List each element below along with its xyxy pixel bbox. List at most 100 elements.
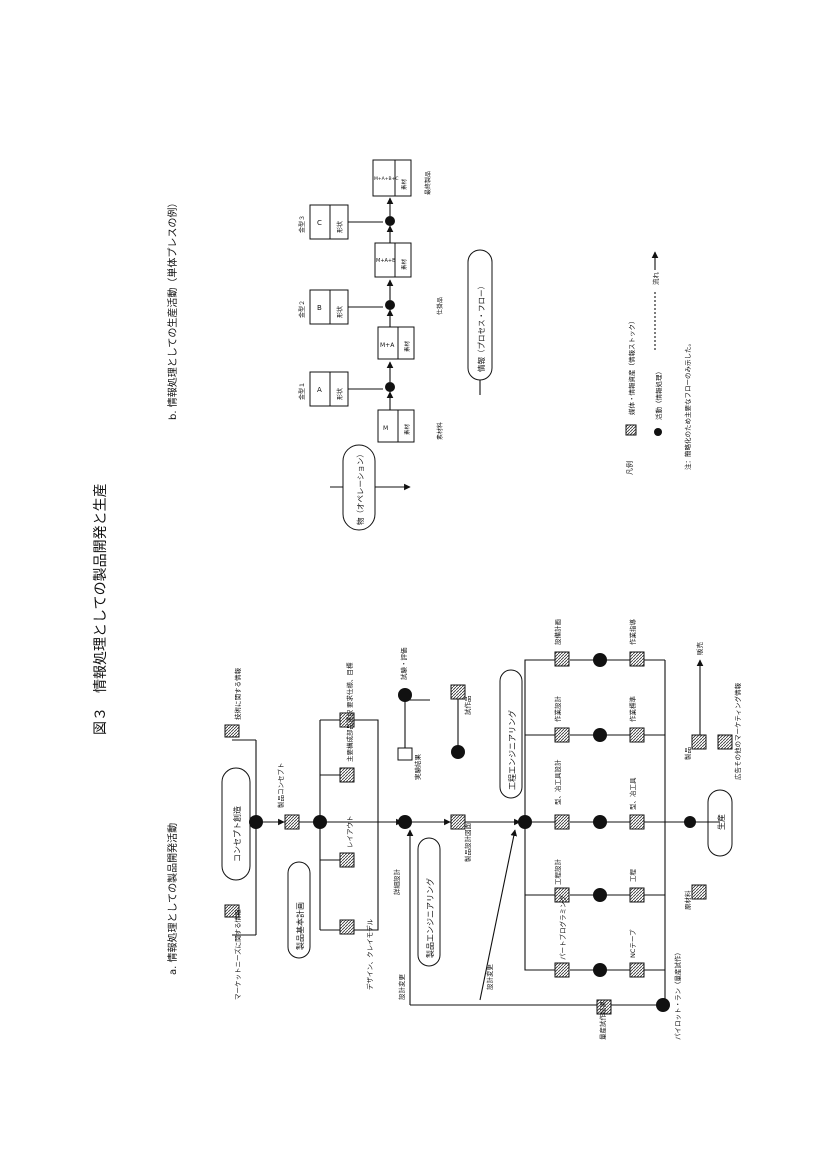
activity-dot — [249, 815, 263, 829]
work-item-1-material: 素材 — [403, 423, 411, 435]
label-main-component: 主要構成部品選択 — [345, 710, 354, 763]
info-box — [629, 651, 645, 667]
info-box — [450, 814, 466, 830]
info-box — [554, 727, 570, 743]
work-item-4-text: M+A+B+C — [374, 176, 399, 182]
mold-2: B 形状 金型２ — [298, 289, 349, 325]
label-test-result: 実験結果 — [413, 754, 422, 781]
label-design-change-1: 設計変更 — [397, 974, 406, 1001]
info-box — [629, 962, 645, 978]
info-box — [596, 999, 612, 1015]
info-box — [554, 814, 570, 830]
work-item-4-material: 素材 — [400, 178, 408, 190]
info-box — [629, 814, 645, 830]
section-a: a. 情報処理としての製品開発活動 コンセプト創造 製品基本計画 製品エンジニア… — [166, 619, 742, 1041]
label-market-needs: マーケットニーズに関する情報 — [233, 909, 242, 1000]
mold-3-shape: 形状 — [336, 221, 344, 233]
label-design-change-2: 設計変更 — [485, 964, 494, 991]
activity-dot — [398, 815, 412, 829]
figure-title: 図３ 情報処理としての製品開発と生産 — [93, 483, 109, 735]
phase-process-eng: 工程エンジニアリング — [499, 669, 523, 799]
process-dot — [385, 300, 395, 310]
mold-1-letter: A — [317, 386, 322, 394]
label-advertising: 広告その他のマーケティング情報 — [733, 683, 742, 780]
info-box — [224, 904, 240, 918]
info-box — [691, 884, 707, 900]
work-item-2-material: 素材 — [403, 340, 411, 352]
mold-3-name: 金型３ — [298, 215, 306, 233]
process-dot — [385, 216, 395, 226]
mold-3-letter: C — [317, 219, 322, 227]
info-box — [339, 712, 355, 728]
info-box — [554, 887, 570, 903]
legend-activity: 活動（情報処理） — [654, 368, 663, 420]
legend-flow: 流れ — [651, 272, 660, 286]
mold-1: A 形状 金型１ — [298, 371, 349, 407]
process-dot — [385, 382, 395, 392]
info-box — [339, 852, 355, 868]
label-target-spec: 要求仕様、目標 — [345, 662, 354, 708]
mold-3: C 形状 金型３ — [298, 204, 349, 240]
label-equipment-plan: 設備計画 — [553, 619, 562, 645]
phase-production-label: 生産 — [716, 814, 726, 830]
activity-dot — [451, 745, 465, 759]
b-finished-label: 最終製品 — [424, 171, 432, 195]
label-product-item: 製品 — [683, 747, 692, 760]
work-item-1: M 素材 — [377, 409, 415, 443]
b-raw-label: 素材料 — [436, 422, 444, 440]
label-pilot-run: パイロット・ラン（量産試作） — [673, 949, 682, 1040]
activity-dot — [593, 963, 607, 977]
label-layout: レイアウト — [346, 816, 354, 849]
info-box — [224, 724, 240, 738]
activity-dot — [398, 688, 412, 702]
label-detail-design: 詳細設計 — [392, 869, 401, 896]
mold-2-name: 金型２ — [298, 300, 306, 318]
activity-dot — [518, 815, 532, 829]
mold-2-letter: B — [317, 304, 322, 312]
legend-info-icon — [625, 424, 637, 436]
info-box — [397, 747, 413, 761]
label-nc-tape: NCテープ — [629, 929, 637, 958]
label-nc-program: パートプログラミング — [558, 895, 567, 961]
info-box — [629, 727, 645, 743]
activity-dot — [656, 998, 670, 1012]
work-item-2-text: M+A — [380, 342, 395, 349]
label-drawing: 製品設計図面 — [463, 823, 472, 863]
label-tech-info: 技術に関する情報 — [233, 668, 242, 721]
info-box — [554, 651, 570, 667]
section-b-title: b. 情報処理としての生産活動（単体プレスの例） — [166, 198, 179, 420]
b-intermediate-label: 仕掛品 — [436, 297, 444, 315]
info-box — [339, 919, 355, 935]
info-box — [284, 814, 300, 830]
mold-2-shape: 形状 — [336, 306, 344, 318]
info-box — [450, 684, 466, 700]
phase-basic-plan: 製品基本計画 — [287, 861, 311, 959]
work-item-3: M+A+B 素材 — [374, 242, 412, 278]
activity-dot — [313, 815, 327, 829]
label-prototype: 試作品 — [463, 696, 472, 716]
label-work-design: 作業設計 — [553, 696, 562, 723]
legend-title: 凡例 — [625, 461, 634, 475]
phase-product-eng-label: 製品エンジニアリング — [425, 878, 435, 958]
label-sales: 販売 — [695, 642, 704, 656]
section-b: b. 情報処理としての生産活動（単体プレスの例） 物（オペレーション） 情報（プ… — [166, 159, 493, 531]
label-product-concept: 製品コンセプト — [276, 763, 285, 809]
activity-dot — [593, 728, 607, 742]
label-design-clay: デザイン、クレイモデル — [365, 918, 374, 990]
phase-concept: コンセプト創造 — [221, 767, 251, 881]
b-flow-label: 物（オペレーション） — [355, 450, 365, 525]
legend-note: 注：簡略化のため主要なフローのみ示した。 — [683, 340, 692, 470]
work-item-3-material: 素材 — [400, 258, 408, 270]
work-item-4: M+A+B+C 素材 — [372, 159, 412, 197]
info-box — [554, 962, 570, 978]
legend-item-info: 媒体・情報資産（情報ストック） — [627, 318, 636, 416]
section-a-title: a. 情報処理としての製品開発活動 — [166, 823, 179, 975]
phase-product-eng: 製品エンジニアリング — [417, 837, 441, 967]
label-raw-material: 原材料 — [683, 890, 692, 910]
label-work-method: 作業指導 — [628, 619, 637, 646]
activity-dot — [593, 888, 607, 902]
label-dies-tools: 型、冶工具 — [628, 777, 637, 810]
phase-process-eng-label: 工程エンジニアリング — [507, 710, 517, 790]
work-item-2: M+A 素材 — [377, 326, 415, 360]
